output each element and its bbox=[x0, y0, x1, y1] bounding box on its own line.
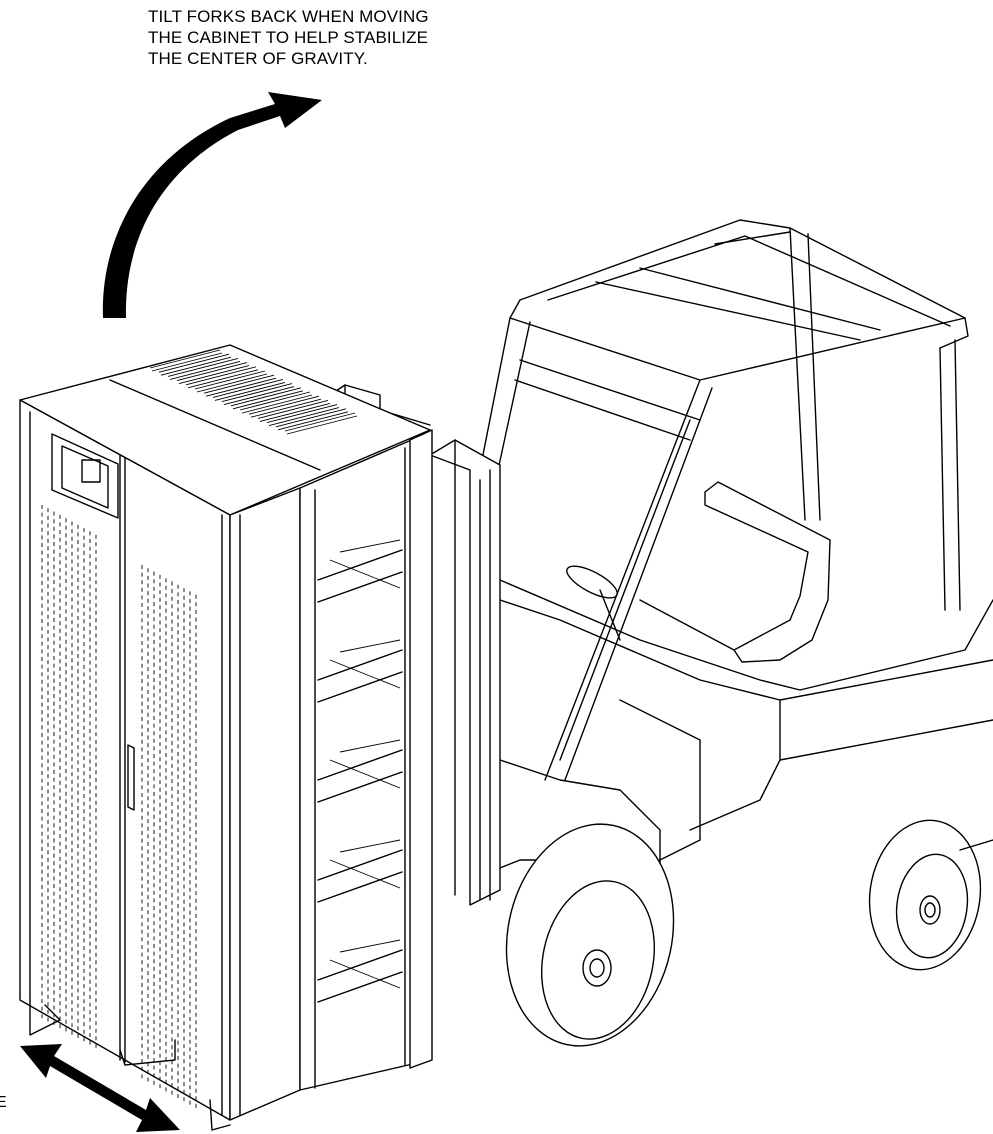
shelf-brace bbox=[339, 739, 401, 753]
vent-slot bbox=[187, 369, 259, 389]
vent-slot bbox=[232, 390, 304, 410]
vent-slot bbox=[158, 353, 230, 373]
shelf-edge bbox=[317, 571, 403, 603]
shelf-edge bbox=[317, 771, 403, 803]
vent-slot bbox=[205, 377, 277, 397]
shelf-brace bbox=[329, 559, 401, 589]
shelf-edge bbox=[317, 849, 403, 881]
caption-line-1: TILT FORKS BACK WHEN MOVING bbox=[148, 7, 429, 26]
vent-slot bbox=[221, 383, 293, 403]
shelf-edge bbox=[317, 749, 403, 781]
front-vent-slots bbox=[41, 505, 197, 1108]
vent-slot bbox=[230, 387, 302, 407]
vent-slot bbox=[178, 365, 250, 385]
vent-slot bbox=[169, 360, 241, 380]
vent-slot bbox=[149, 349, 221, 369]
vent-slot bbox=[176, 362, 248, 382]
vent-slot bbox=[160, 356, 232, 376]
shelf-brace bbox=[339, 539, 401, 553]
shelf-edge bbox=[317, 871, 403, 903]
cropped-label-text: E bbox=[0, 1094, 7, 1111]
shelf-brace bbox=[329, 759, 401, 789]
vent-slot bbox=[250, 398, 322, 418]
instruction-caption: TILT FORKS BACK WHEN MOVING THE CABINET … bbox=[148, 6, 429, 69]
vent-slot bbox=[257, 399, 329, 419]
ups-cabinet bbox=[19, 344, 433, 1131]
shelf-edge bbox=[317, 671, 403, 703]
vent-slot bbox=[196, 373, 268, 393]
shelf-brace bbox=[329, 659, 401, 689]
top-vent-slots bbox=[149, 349, 358, 435]
vent-slot bbox=[286, 415, 358, 435]
vent-slot bbox=[248, 395, 320, 415]
double-headed-arrow-icon bbox=[20, 1044, 180, 1132]
shelf-brace bbox=[339, 939, 401, 953]
vent-slot bbox=[239, 391, 311, 411]
vent-slot bbox=[259, 402, 331, 422]
vent-slot bbox=[151, 352, 223, 372]
vent-slot bbox=[241, 394, 313, 414]
caption-line-2: THE CABINET TO HELP STABILIZE bbox=[148, 28, 429, 47]
vent-slot bbox=[277, 411, 349, 431]
vent-slot bbox=[268, 407, 340, 427]
vent-slot bbox=[185, 366, 257, 386]
shelf-brace bbox=[339, 839, 401, 853]
battery-shelves bbox=[317, 539, 403, 1003]
curved-arrow-icon bbox=[102, 92, 322, 318]
vent-slot bbox=[194, 370, 266, 390]
shelf-brace bbox=[329, 859, 401, 889]
vent-slot bbox=[203, 374, 275, 394]
vent-slot bbox=[212, 378, 284, 398]
shelf-brace bbox=[339, 639, 401, 653]
vent-slot bbox=[275, 408, 347, 428]
shelf-brace bbox=[329, 959, 401, 989]
shelf-edge bbox=[317, 949, 403, 981]
vent-slot bbox=[284, 412, 356, 432]
caption-line-3: THE CENTER OF GRAVITY. bbox=[148, 49, 368, 68]
vent-slot bbox=[266, 404, 338, 424]
vent-slot bbox=[223, 386, 295, 406]
vent-slot bbox=[214, 381, 286, 401]
vent-slot bbox=[167, 357, 239, 377]
shelf-edge bbox=[317, 549, 403, 581]
shelf-edge bbox=[317, 971, 403, 1003]
shelf-edge bbox=[317, 649, 403, 681]
forklift bbox=[329, 219, 993, 1047]
